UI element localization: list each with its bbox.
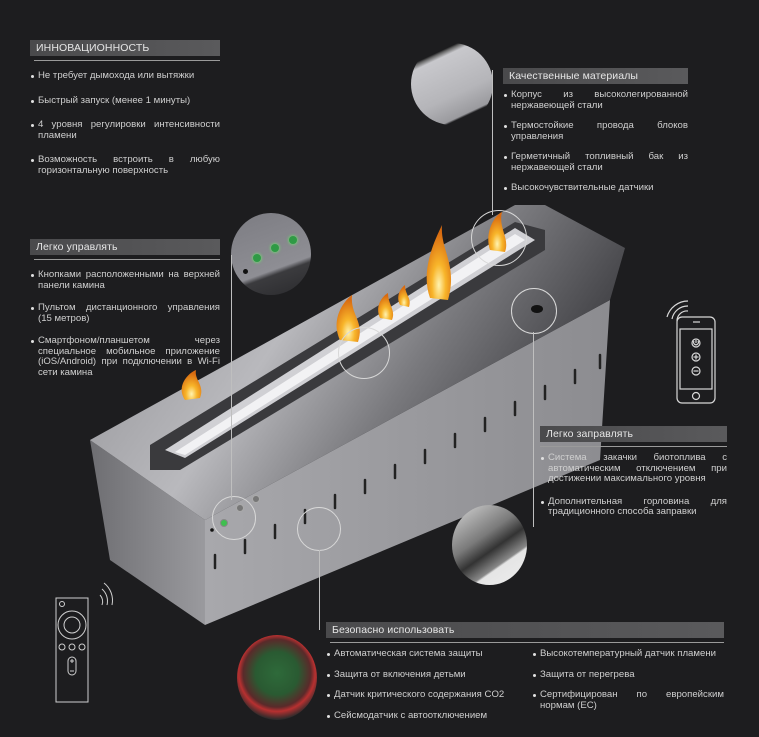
- divider: [330, 642, 724, 643]
- list-item: Высокотемпературный датчик пламени: [532, 648, 724, 660]
- callout-circle-refuel: [511, 288, 557, 334]
- list-item: Защита от перегрева: [532, 669, 724, 681]
- list-item: 4 уровня регулировки интенсивности пламе…: [30, 119, 220, 141]
- list-item: Защита от включения детьми: [326, 669, 516, 681]
- callout-circle-board: [297, 507, 341, 551]
- list-item: Смартфоном/планшетом через специальное м…: [30, 335, 220, 378]
- divider: [34, 60, 220, 61]
- panel-easy-control: Легко управлять Кнопками расположенными …: [30, 239, 220, 378]
- callout-circle-steel: [471, 210, 527, 266]
- list-item: Быстрый запуск (менее 1 минуты): [30, 95, 220, 107]
- detail-photo-steel-body: [411, 43, 493, 125]
- list-item: Сейсмодатчик с автоотключением: [326, 710, 516, 722]
- remote-control-wifi-icon: [55, 582, 113, 703]
- list-item: Корпус из высоколегированной нержавеющей…: [503, 89, 688, 111]
- callout-circle-sensor: [338, 327, 390, 379]
- list-item: Не требует дымохода или вытяжки: [30, 70, 220, 82]
- sensor-dot-icon: [243, 269, 248, 274]
- connector-line-control: [231, 255, 232, 500]
- panel-title: Легко управлять: [30, 239, 220, 255]
- panel-title: ИННОВАЦИОННОСТЬ: [30, 40, 220, 56]
- connector-line-materials: [492, 70, 493, 215]
- panel-easy-refuel: Легко заправлять Система закачки биотопл…: [540, 426, 727, 518]
- callout-circle-buttons: [212, 496, 256, 540]
- panel-title: Безопасно использовать: [326, 622, 724, 638]
- list-item: Термостойкие провода блоков управления: [503, 120, 688, 142]
- connector-line-refuel: [533, 332, 534, 527]
- connector-line-safety: [319, 550, 320, 630]
- list-item: Высокочувствительные датчики: [503, 182, 688, 194]
- panel-title: Легко заправлять: [540, 426, 727, 442]
- divider: [34, 259, 220, 260]
- flame-up-button-icon: [271, 244, 279, 252]
- panel-innovation: ИННОВАЦИОННОСТЬ Не требует дымохода или …: [30, 40, 220, 176]
- smartphone-wifi-icon: [666, 300, 716, 404]
- detail-photo-control-buttons: [231, 213, 311, 295]
- list-item: Дополнительная горловина для традиционно…: [540, 496, 727, 518]
- list-item: Кнопками расположенными на верхней панел…: [30, 269, 220, 291]
- list-item: Сертифицирован по европейским нормам (EC…: [532, 689, 724, 711]
- list-item: Датчик критического содержания CO2: [326, 689, 516, 701]
- flame-down-button-icon: [289, 236, 297, 244]
- panel-safety: Безопасно использовать Автоматическая си…: [326, 622, 724, 721]
- detail-photo-refuel-port: [452, 505, 527, 585]
- detail-photo-control-board: [237, 635, 317, 720]
- list-item: Возможность встроить в любую горизонталь…: [30, 154, 220, 176]
- list-item: Автоматическая система защиты: [326, 648, 516, 660]
- list-item: Герметичный топливный бак из нержавеющей…: [503, 151, 688, 173]
- power-button-icon: [253, 254, 261, 262]
- list-item: Пультом дистанционного управления (15 ме…: [30, 302, 220, 324]
- list-item: Система закачки биотоплива с автоматичес…: [540, 452, 727, 485]
- panel-title: Качественные материалы: [503, 68, 688, 84]
- divider: [540, 446, 727, 447]
- panel-materials: Качественные материалы Корпус из высокол…: [503, 68, 688, 194]
